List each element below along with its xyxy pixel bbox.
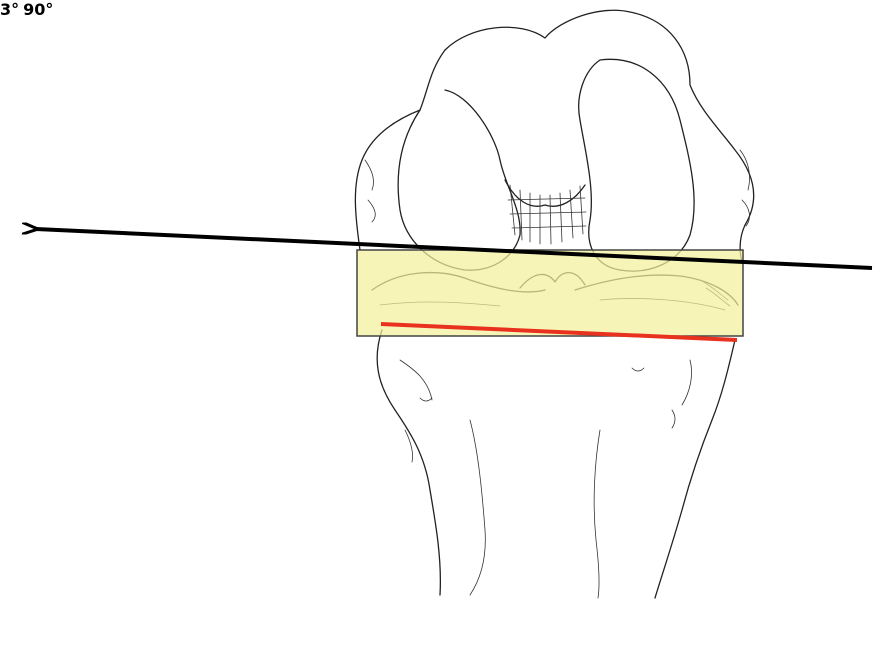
tibia-left-contour — [377, 330, 440, 595]
tibia-right-contour — [655, 340, 735, 598]
resection-block-overlay — [357, 250, 743, 336]
femur-left-contour — [355, 50, 445, 250]
femur-texture — [365, 150, 750, 226]
lateral-condyle — [398, 90, 520, 270]
intercondylar-notch — [505, 180, 585, 206]
medial-condyle — [579, 59, 694, 271]
tibia-inner-contour — [400, 360, 692, 598]
tibia-texture — [405, 368, 675, 462]
